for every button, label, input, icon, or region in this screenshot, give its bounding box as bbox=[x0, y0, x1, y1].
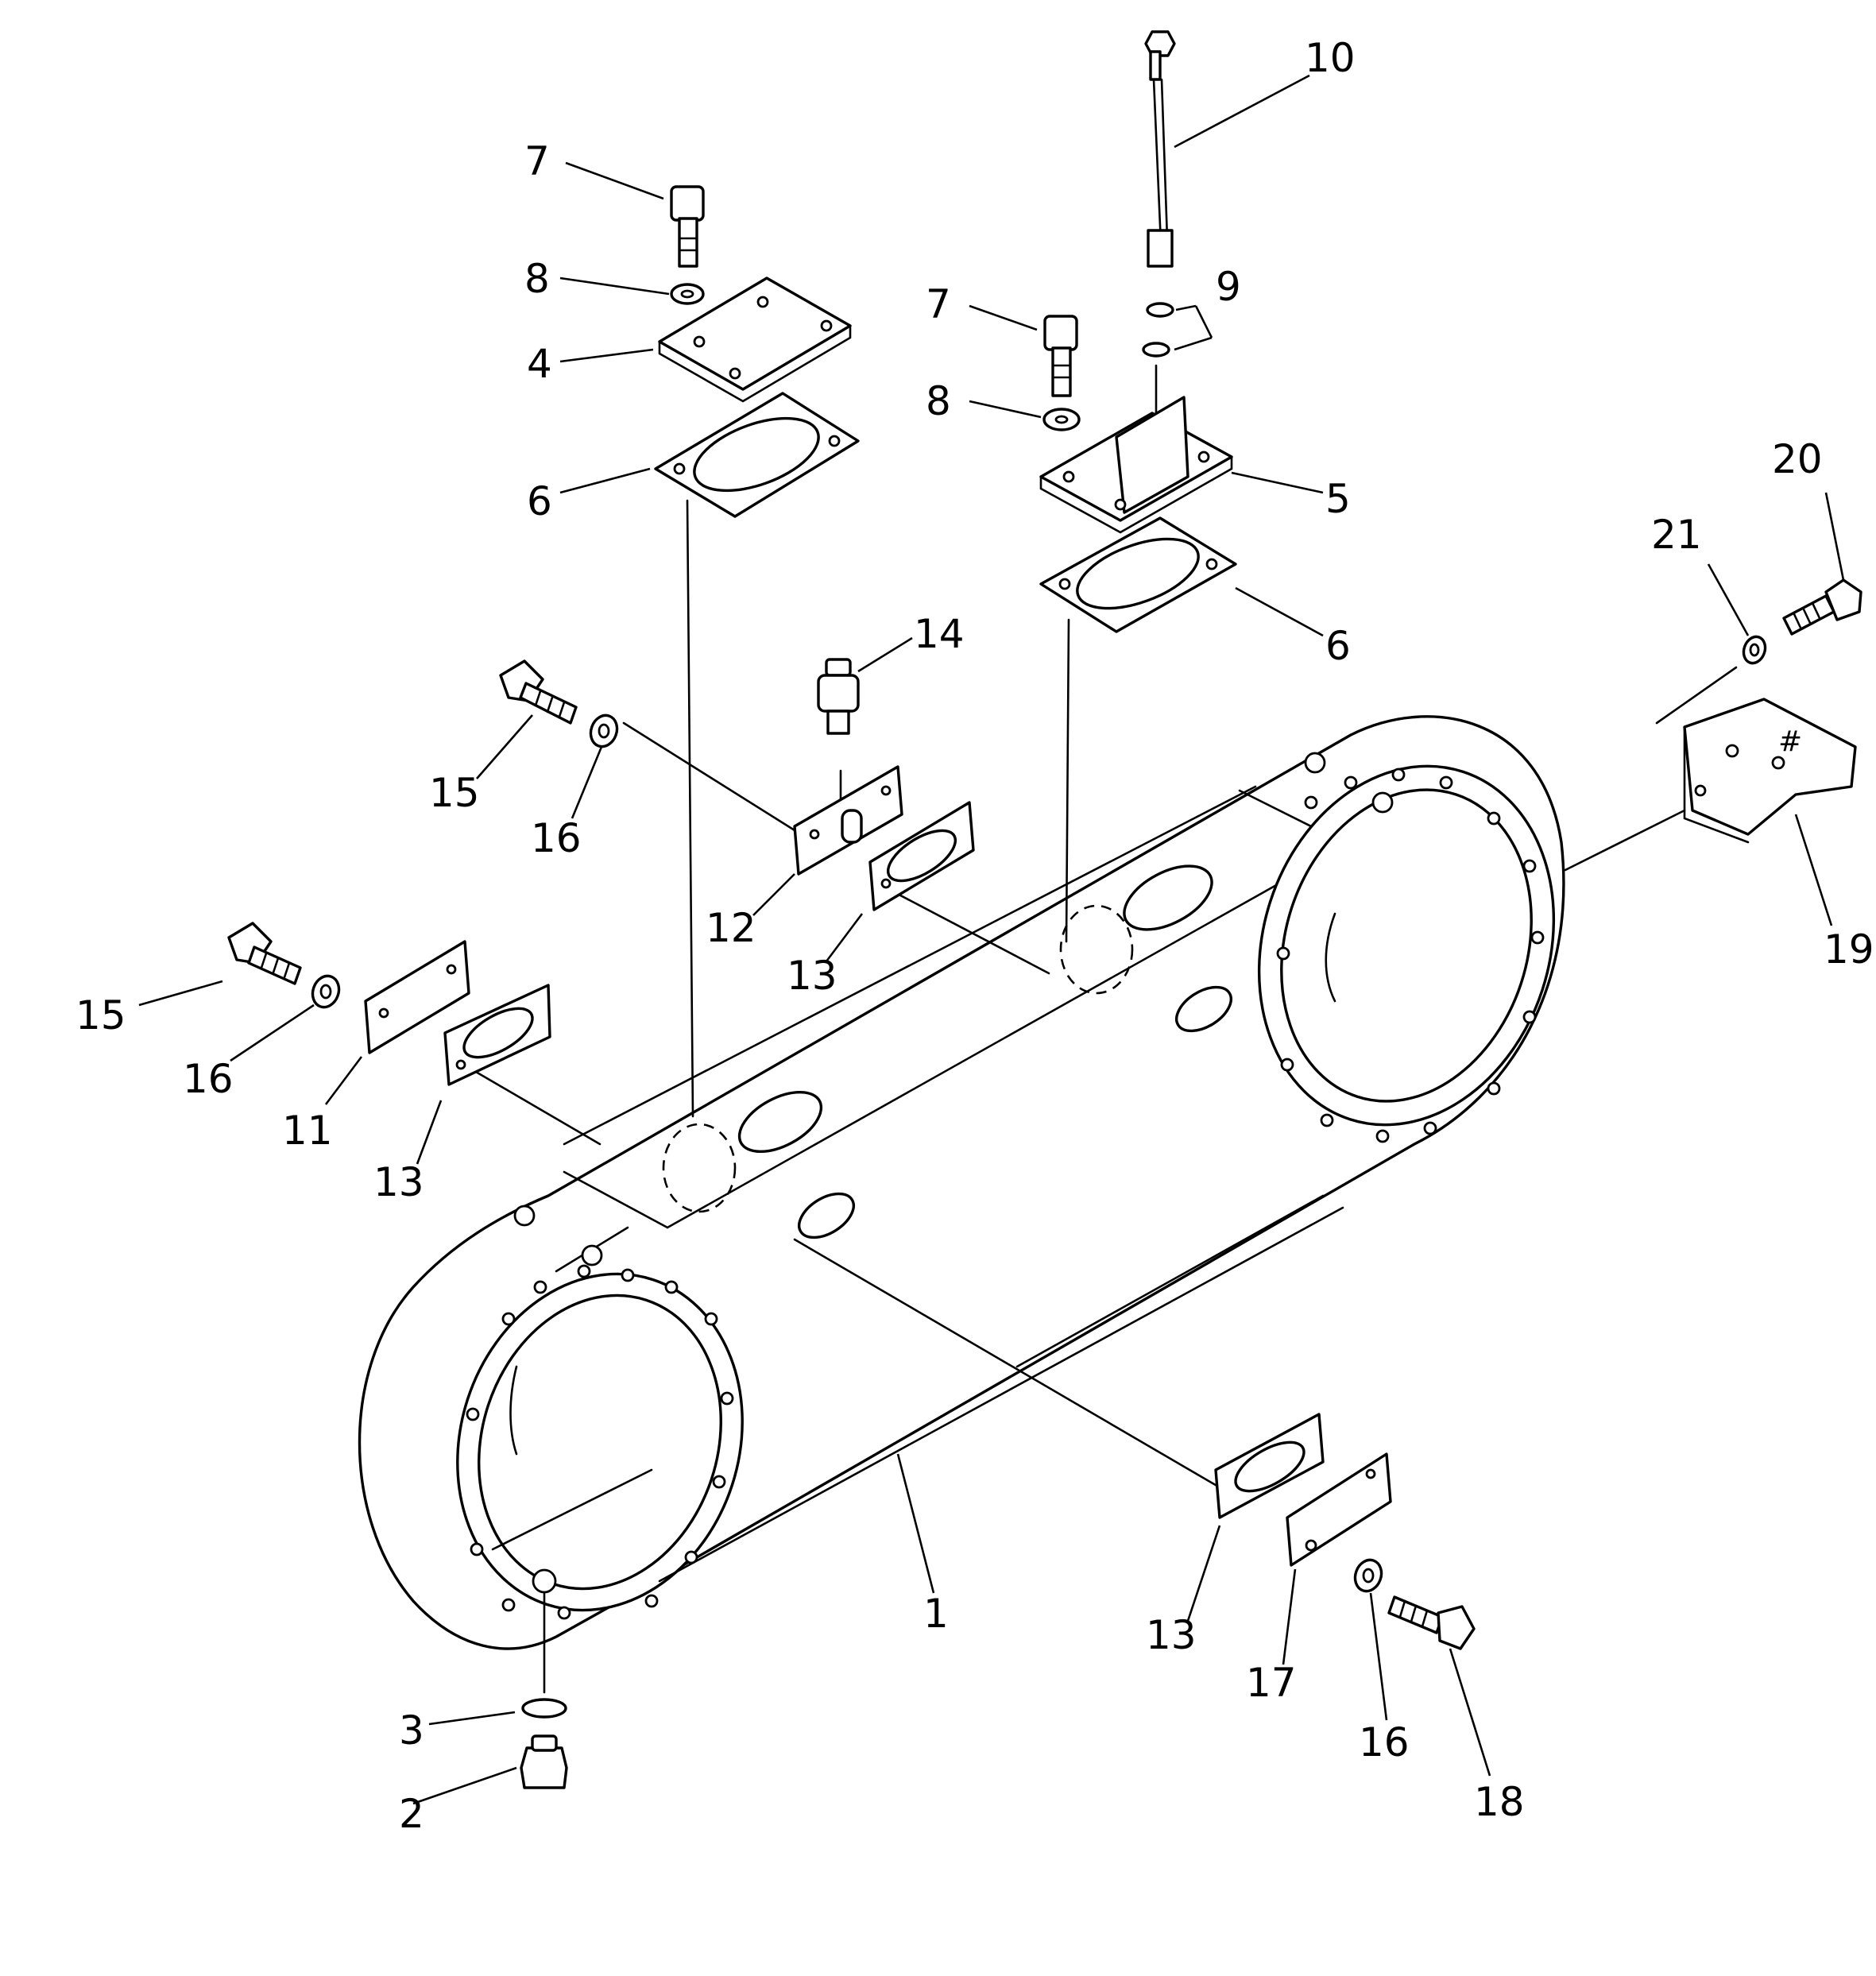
callout-13b: 13 bbox=[373, 1159, 424, 1205]
plate-12 bbox=[793, 765, 903, 876]
callout-16a: 16 bbox=[531, 815, 582, 861]
callout-16c: 16 bbox=[1359, 1719, 1410, 1765]
callout-14: 14 bbox=[914, 611, 965, 657]
drain-plug-2 bbox=[520, 1734, 568, 1789]
callout-13a: 13 bbox=[787, 953, 837, 999]
callout-1: 1 bbox=[923, 1591, 949, 1637]
plate-11 bbox=[364, 940, 470, 1054]
callout-15b: 15 bbox=[75, 992, 126, 1038]
callout-18: 18 bbox=[1474, 1779, 1525, 1825]
filler-cover-5 bbox=[1039, 396, 1233, 534]
callout-13c: 13 bbox=[1146, 1612, 1197, 1658]
gasket-13-left bbox=[443, 984, 551, 1086]
bracket-19: # bbox=[1683, 698, 1857, 844]
dipstick-10 bbox=[1144, 30, 1176, 268]
callout-4: 4 bbox=[527, 341, 552, 387]
callout-labels: 10 7 8 4 6 7 8 9 5 6 14 15 16 12 13 15 1… bbox=[75, 35, 1874, 1837]
o-ring-9b bbox=[1142, 342, 1170, 358]
callout-12: 12 bbox=[706, 905, 756, 951]
right-ring-bolt-holes bbox=[1276, 768, 1545, 1143]
cover-plate-4 bbox=[658, 276, 852, 403]
callout-7b: 7 bbox=[926, 281, 951, 327]
o-ring-3 bbox=[521, 1698, 567, 1719]
callout-9: 9 bbox=[1216, 264, 1241, 310]
bolt-7-right bbox=[1043, 315, 1078, 397]
callout-16b: 16 bbox=[183, 1056, 234, 1102]
gasket-13-right bbox=[1214, 1413, 1325, 1519]
callout-6a: 6 bbox=[527, 478, 552, 524]
bracket-mark: # bbox=[1778, 725, 1802, 758]
breather-14 bbox=[817, 658, 860, 735]
callout-19: 19 bbox=[1824, 926, 1874, 973]
callout-17: 17 bbox=[1246, 1660, 1297, 1706]
callout-15a: 15 bbox=[429, 770, 480, 816]
callout-8b: 8 bbox=[926, 378, 951, 424]
gasket-6-right bbox=[1039, 516, 1237, 633]
callout-7a: 7 bbox=[524, 138, 550, 184]
gasket-13-top bbox=[868, 801, 975, 911]
plate-17 bbox=[1286, 1452, 1392, 1567]
callout-20: 20 bbox=[1772, 436, 1823, 482]
bolt-7-left bbox=[670, 185, 705, 268]
callout-2: 2 bbox=[399, 1791, 424, 1837]
o-ring-9a bbox=[1146, 302, 1174, 318]
gasket-6-left bbox=[654, 392, 860, 518]
callout-21: 21 bbox=[1651, 512, 1702, 558]
left-ring-bolt-holes bbox=[466, 1264, 734, 1620]
callout-5: 5 bbox=[1325, 476, 1351, 522]
callout-8a: 8 bbox=[524, 256, 550, 302]
bolt-20 bbox=[1782, 578, 1862, 636]
callout-6b: 6 bbox=[1325, 623, 1351, 669]
bolt-18 bbox=[1387, 1595, 1476, 1650]
bolt-15-upper bbox=[499, 659, 578, 725]
callout-10: 10 bbox=[1305, 35, 1356, 81]
callout-11: 11 bbox=[282, 1108, 333, 1154]
callout-3: 3 bbox=[399, 1707, 424, 1754]
bolt-15-lower bbox=[227, 922, 302, 985]
housing-case bbox=[358, 715, 1565, 1650]
leader-lines bbox=[138, 74, 1845, 1805]
